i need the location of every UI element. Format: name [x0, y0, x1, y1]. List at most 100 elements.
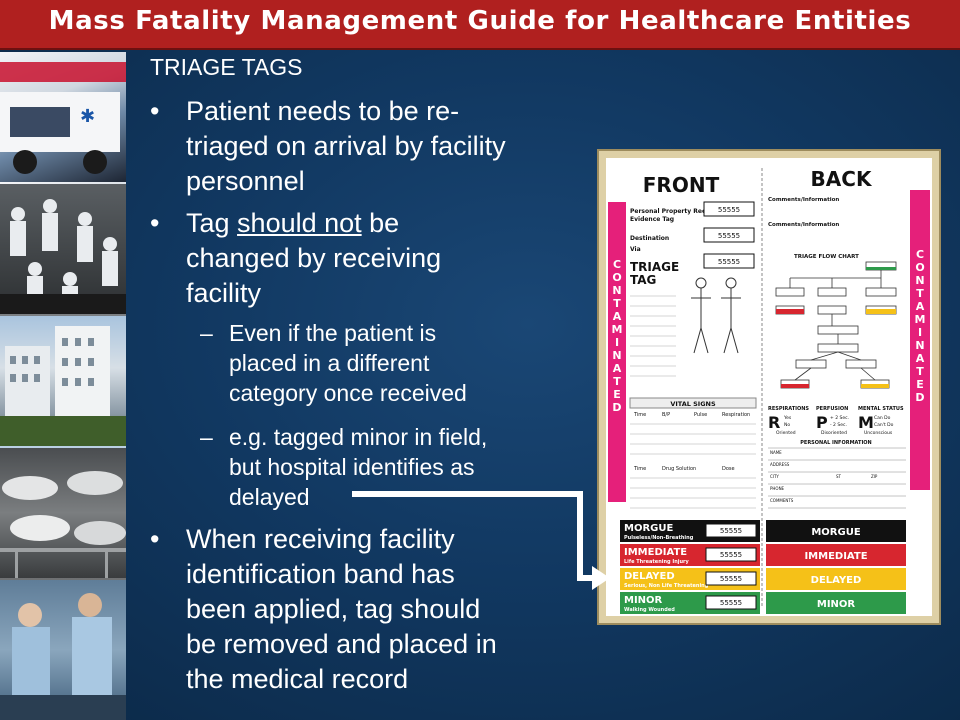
back-category-band	[766, 520, 906, 542]
vs-col-bp: B/P	[662, 412, 670, 418]
back-comments-1: Comments/Information	[768, 197, 839, 203]
bullet-1-line-1: Patient needs to be re-	[186, 96, 460, 126]
info-st: ST	[836, 474, 842, 479]
info-city: CITY	[770, 474, 779, 479]
p-letter: P	[816, 413, 828, 432]
tag-number-3: 55555	[718, 258, 740, 266]
info-phone: PHONE	[770, 486, 785, 491]
subbullet-dash: –	[200, 320, 213, 346]
front-label: FRONT	[643, 173, 720, 197]
flow-chart-label: TRIAGE FLOW CHART	[794, 254, 859, 260]
bullet-3-line-5: the medical record	[186, 664, 409, 694]
drug-col-time: Time	[633, 466, 646, 472]
emphasis-should-not: should not	[237, 208, 362, 238]
back-category-label: IMMEDIATE	[804, 551, 867, 562]
ment-opt-2: Can't Do	[874, 422, 894, 428]
front-category-label: MORGUE	[624, 523, 673, 534]
svg-text:✱: ✱	[80, 106, 95, 127]
m-letter: M	[858, 413, 874, 432]
subbullet-1-line-2: placed in a different	[229, 350, 430, 376]
back-category-label: MORGUE	[811, 527, 860, 538]
mental-status-label: MENTAL STATUS	[858, 406, 904, 412]
front-category-sub: Walking Wounded	[624, 607, 675, 613]
bullet-1-line-2: triaged on arrival by facility	[186, 131, 506, 161]
back-comments-2: Comments/Information	[768, 222, 839, 228]
info-address: ADDRESS	[770, 462, 790, 467]
title-bar: Mass Fatality Management Guide for Healt…	[0, 0, 960, 50]
info-zip: ZIP	[871, 474, 878, 479]
category-number-box	[705, 523, 757, 538]
category-number-box	[705, 571, 757, 586]
perf-opt-1: + 2 Sec.	[830, 415, 849, 421]
r-letter: R	[768, 413, 780, 432]
subbullet-2-line-1: e.g. tagged minor in field,	[229, 424, 488, 450]
responders-photo	[0, 184, 126, 316]
category-number: 55555	[720, 551, 742, 559]
subbullet-dash: –	[200, 424, 213, 450]
subbullet-1-line-3: category once received	[229, 380, 467, 406]
vs-col-time: Time	[633, 412, 646, 418]
bullet-3-line-4: be removed and placed in	[186, 629, 497, 659]
front-field-1: Personal Property Receipt/	[630, 208, 722, 215]
bullet-dot: •	[150, 524, 160, 554]
bullet-dot: •	[150, 96, 160, 126]
category-number: 55555	[720, 527, 742, 535]
medical-staff-photo	[0, 580, 126, 720]
category-number: 55555	[720, 599, 742, 607]
front-field-4: Via	[630, 246, 641, 253]
photo-strip: ✱	[0, 52, 126, 720]
subbullet-1-line-1: Even if the patient is	[229, 320, 437, 346]
bullet-dot: •	[150, 208, 160, 238]
resp-opt-3: Oriented	[776, 430, 796, 436]
bullet-3-line-2: identification band has	[186, 559, 455, 589]
triage-tag-title: TRIAGE	[630, 260, 679, 274]
front-category-sub: Pulseless/Non-Breathing	[624, 535, 694, 541]
info-name: NAME	[770, 450, 782, 455]
section-heading: TRIAGE TAGS	[150, 54, 303, 80]
bullet-3-line-1: When receiving facility	[186, 524, 455, 554]
front-category-sub: Serious, Non Life Threatening	[624, 583, 709, 589]
resp-opt-1: Yes	[783, 415, 792, 421]
respirations-label: RESPIRATIONS	[768, 406, 809, 412]
back-category-label: DELAYED	[811, 575, 862, 586]
ment-opt-1: Can Do	[874, 415, 891, 421]
bullet-3-line-3: been applied, tag should	[186, 594, 481, 624]
bullet-2-line-2: changed by receiving	[186, 243, 442, 273]
triage-tag-title-2: TAG	[630, 273, 656, 287]
category-number-box	[705, 595, 757, 610]
morgue-photo	[0, 448, 126, 580]
back-label: BACK	[811, 167, 873, 191]
subbullet-2-line-3: delayed	[229, 484, 310, 510]
drug-col-solution: Drug Solution	[662, 466, 696, 472]
bullet-2-line-3: facility	[186, 278, 262, 308]
ment-opt-3: Unconscious	[864, 430, 893, 436]
back-category-band	[766, 592, 906, 614]
hospital-building-photo	[0, 316, 126, 448]
front-field-2: Evidence Tag	[630, 216, 674, 223]
perf-opt-2: - 2 Sec.	[830, 422, 847, 428]
slide-title: Mass Fatality Management Guide for Healt…	[48, 6, 912, 36]
contaminated-strip-right	[910, 190, 930, 490]
tag-number-2: 55555	[718, 232, 740, 240]
bullet-2-line-1: Tag should not be	[186, 208, 400, 238]
category-number: 55555	[720, 575, 742, 583]
perfusion-label: PERFUSION	[816, 406, 848, 412]
personal-info-label: PERSONAL INFORMATION	[800, 440, 872, 446]
info-comments: COMMENTS	[770, 498, 794, 503]
back-category-label: MINOR	[817, 599, 856, 610]
ambulance-photo: ✱	[0, 52, 126, 184]
subbullet-2-line-2: but hospital identifies as	[229, 454, 475, 480]
vs-col-pulse: Pulse	[694, 412, 707, 418]
category-number-box	[705, 547, 757, 562]
front-field-3: Destination	[630, 235, 669, 242]
vital-signs-label: VITAL SIGNS	[670, 400, 716, 408]
drug-col-dose: Dose	[722, 466, 735, 472]
back-category-band	[766, 544, 906, 566]
bullet-1-line-3: personnel	[186, 166, 305, 196]
body-outline-icon	[691, 277, 741, 354]
